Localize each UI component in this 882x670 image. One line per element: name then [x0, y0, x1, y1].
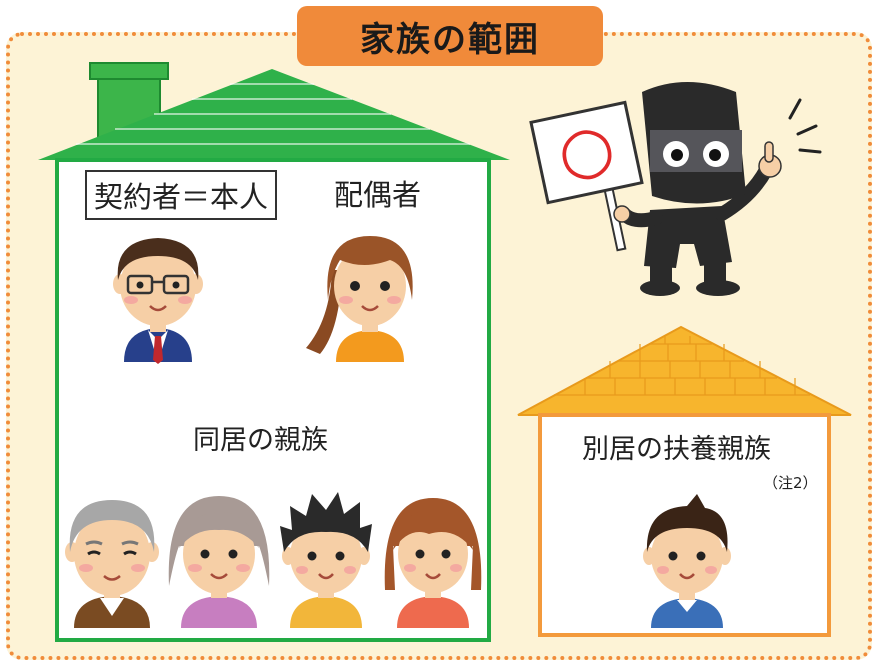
- cohabiting-relatives-label: 同居の親族: [193, 425, 328, 456]
- note-marker: （注2）: [763, 474, 818, 492]
- boy-icon: [280, 492, 372, 628]
- grandmother-icon: [168, 496, 270, 628]
- ninja-mascot-icon: ○: [529, 82, 822, 296]
- page-title: 家族の範囲: [297, 6, 603, 66]
- contractor-label: 契約者＝本人: [85, 170, 278, 220]
- girl-icon: [384, 498, 482, 628]
- separate-dependents-label: 別居の扶養親族: [582, 434, 771, 465]
- man-with-glasses-icon: [113, 238, 203, 364]
- young-man-icon: [643, 494, 731, 628]
- grandfather-icon: [65, 500, 159, 628]
- woman-orange-shirt-icon: [306, 236, 413, 362]
- spouse-label: 配偶者: [334, 178, 422, 212]
